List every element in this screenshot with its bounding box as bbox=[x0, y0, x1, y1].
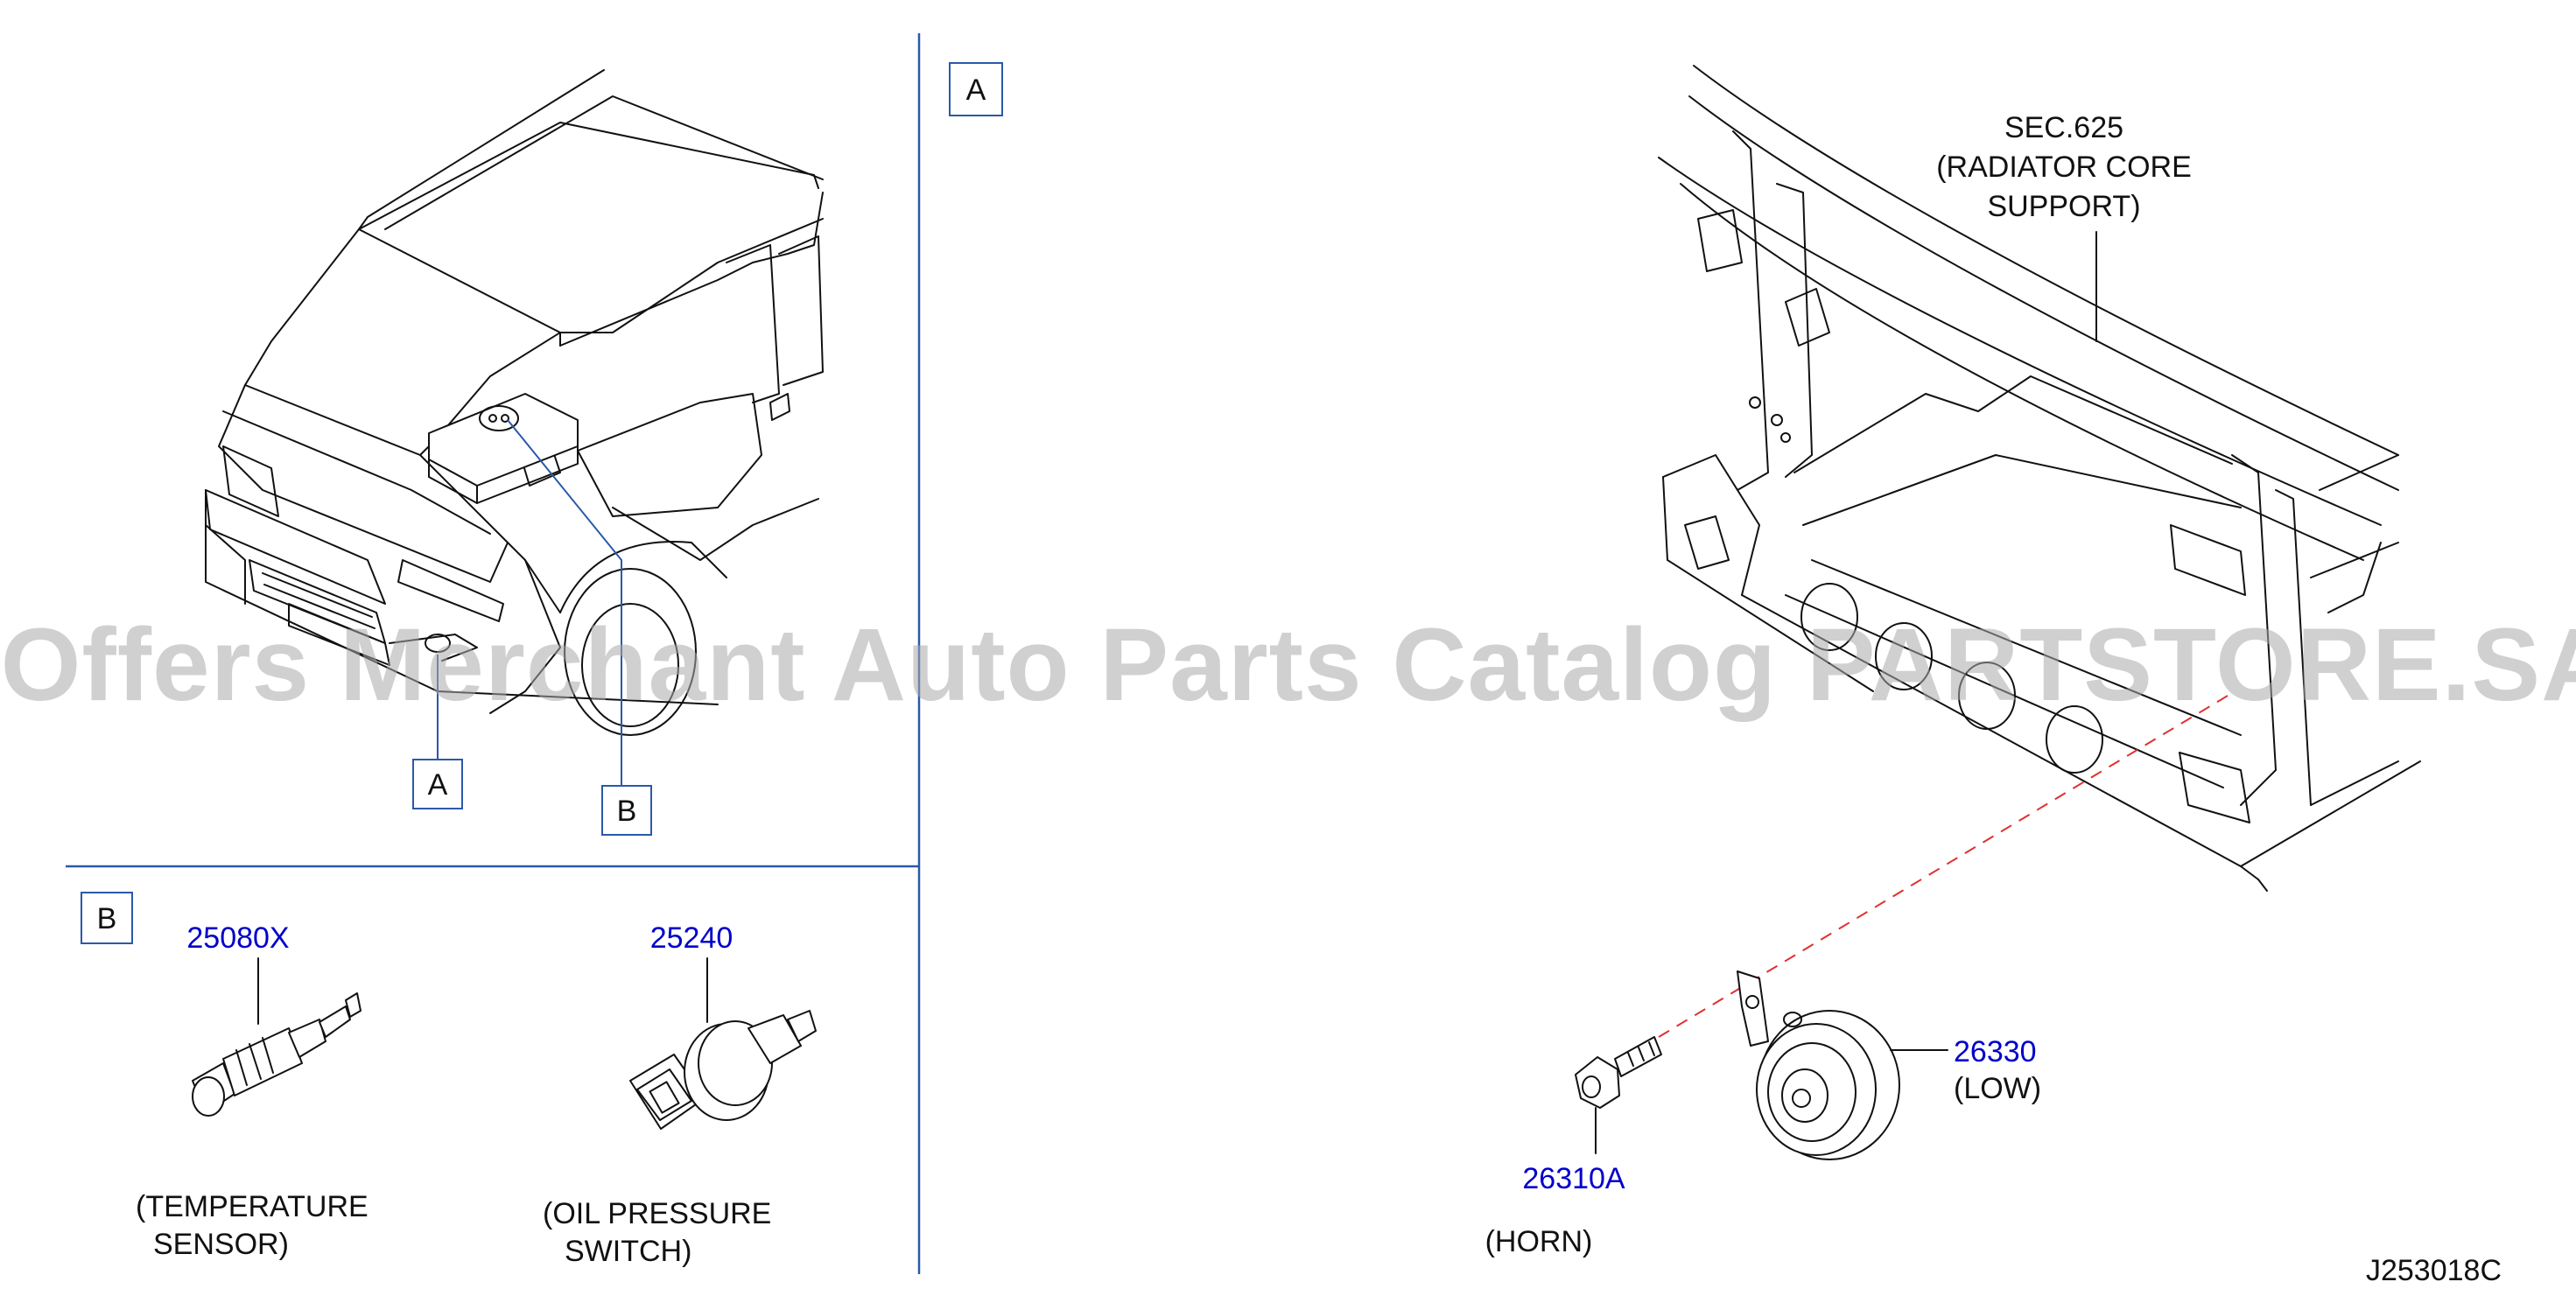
sec625-line2: (RADIATOR CORE bbox=[1936, 151, 2192, 184]
part-number-25240[interactable]: 25240 bbox=[650, 921, 733, 955]
temperature-sensor-label-line2: SENSOR) bbox=[153, 1228, 289, 1261]
van-illustration bbox=[205, 69, 824, 786]
bolt-drawing bbox=[1575, 1036, 1662, 1109]
temperature-sensor-label-line1: (TEMPERATURE bbox=[136, 1190, 369, 1223]
horn-variant-label: (LOW) bbox=[1954, 1072, 2041, 1105]
callout-label-b: B bbox=[617, 795, 637, 828]
panel-a-label: A bbox=[966, 74, 986, 107]
panel-b-box bbox=[81, 892, 133, 944]
panel-b-label: B bbox=[97, 902, 117, 935]
callout-box-a[interactable] bbox=[412, 759, 463, 809]
oil-pressure-switch-label-line2: SWITCH) bbox=[565, 1235, 691, 1268]
panel-a-box bbox=[949, 62, 1003, 116]
temperature-sensor-drawing bbox=[192, 992, 361, 1117]
part-number-26310a[interactable]: 26310A bbox=[1522, 1162, 1625, 1195]
sec625-line3: SUPPORT) bbox=[1987, 190, 2140, 223]
part-number-26330[interactable]: 26330 bbox=[1954, 1035, 2037, 1068]
oil-pressure-switch-label-line1: (OIL PRESSURE bbox=[543, 1197, 771, 1230]
horn-group-label: (HORN) bbox=[1485, 1225, 1593, 1258]
callout-box-b[interactable] bbox=[601, 785, 652, 836]
callout-label-a: A bbox=[428, 768, 448, 802]
watermark-text: Offers Merchant Auto Parts Catalog PARTS… bbox=[1, 607, 2576, 723]
sec625-line1: SEC.625 bbox=[2004, 111, 2123, 144]
oil-pressure-switch-drawing bbox=[629, 1010, 817, 1130]
radiator-core-support-drawing bbox=[1658, 65, 2421, 892]
horn-drawing bbox=[1737, 970, 1900, 1160]
diagram-id: J253018C bbox=[2366, 1254, 2502, 1287]
part-number-25080x[interactable]: 25080X bbox=[186, 921, 289, 955]
